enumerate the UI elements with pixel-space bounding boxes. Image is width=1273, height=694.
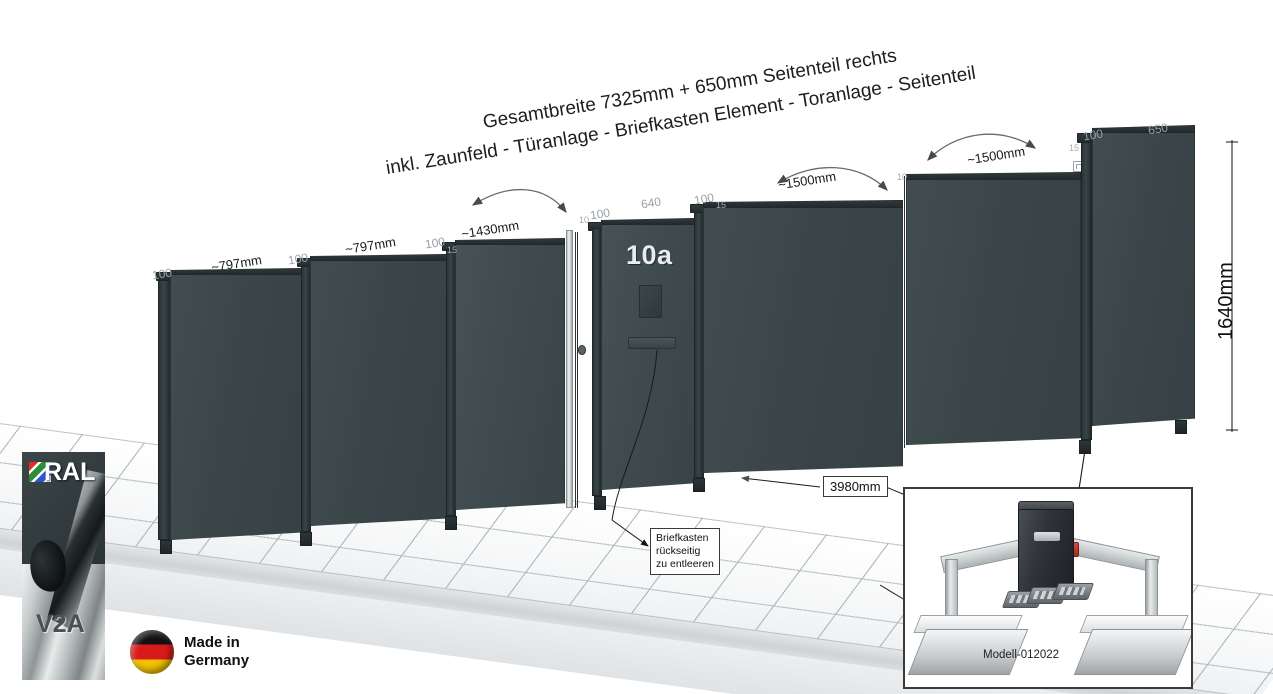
- ral-logo-icon: [29, 462, 51, 482]
- mailbox-element-cap: [601, 218, 695, 225]
- post-5: [694, 210, 704, 478]
- gate-leaf-2-cap: [906, 172, 1081, 180]
- made-in-germany-text: Made in Germany: [184, 634, 249, 671]
- door-lock-cylinder[interactable]: [578, 345, 586, 355]
- post-3: [446, 248, 456, 516]
- post-foot-left-end: [160, 540, 172, 554]
- post-6: [1081, 140, 1092, 440]
- made-in-germany-line-1: Made in: [184, 633, 240, 651]
- post-foot-5: [693, 478, 705, 492]
- dim-gap-6: 10: [897, 172, 908, 182]
- door-edge-seam: [575, 232, 576, 508]
- door-edge-seam-2: [577, 232, 578, 508]
- inset-model-label: Modell-012022: [983, 649, 1060, 661]
- mailbox-note-line-2: rückseitig: [656, 545, 701, 558]
- dim-door: ~1430mm: [460, 217, 520, 242]
- control-unit-logo: [1034, 532, 1060, 541]
- fence-field-2: [310, 258, 447, 526]
- total-height-dimension: 1640mm: [1215, 262, 1237, 340]
- dim-gap-3: 15: [447, 245, 458, 255]
- mail-slot[interactable]: [628, 337, 676, 349]
- fence-field-1: [170, 272, 302, 540]
- german-flag-icon: [130, 630, 174, 674]
- gate-drive-inset-photo: Modell-012022: [903, 487, 1193, 689]
- post-foot-3: [445, 516, 457, 530]
- gate-leaf-1[interactable]: [703, 205, 903, 473]
- side-element-right-cap: [1092, 125, 1195, 133]
- door-leaf[interactable]: [455, 242, 565, 510]
- mailbox-note-line-1: Briefkasten: [656, 532, 709, 544]
- dim-leaf-2: ~1500mm: [966, 143, 1026, 168]
- house-number-label: 10a: [626, 240, 673, 270]
- gate-opening-dimension: 3980mm: [823, 476, 888, 497]
- side-element-right: [1092, 130, 1195, 426]
- post-2: [301, 264, 311, 532]
- post-foot-4: [594, 496, 606, 510]
- post-foot-2: [300, 532, 312, 546]
- dim-leaf-1: ~1500mm: [777, 168, 837, 193]
- made-in-germany-badge: Made in Germany: [130, 630, 249, 674]
- drive-column-right: [1145, 559, 1158, 623]
- fence-field-2-cap: [310, 254, 447, 261]
- ral-v2a-color-swatch: RAL V2A: [22, 452, 105, 680]
- intercom-nameplate[interactable]: [639, 285, 662, 318]
- post-4: [592, 228, 602, 496]
- v2a-label: V2A: [36, 610, 85, 638]
- dim-fence-2: ~797mm: [344, 234, 397, 257]
- remote-control-3: [1051, 583, 1095, 600]
- ral-label: RAL: [44, 458, 96, 486]
- drive-column-left: [945, 559, 958, 623]
- dim-gap-4: 10: [579, 215, 590, 225]
- made-in-germany-line-2: Germany: [184, 652, 250, 669]
- dim-mailbox: 640: [640, 194, 663, 212]
- door-jamb-column: [566, 230, 573, 508]
- mailbox-note: Briefkasten rückseitig zu entleeren: [650, 528, 720, 576]
- mailbox-note-line-3: zu entleeren: [656, 558, 714, 571]
- dim-gap-7: 15: [1069, 143, 1080, 153]
- drive-base-right: [1073, 629, 1191, 675]
- post-foot-gate-right: [1079, 440, 1091, 454]
- gate-leaf-2[interactable]: [906, 177, 1081, 445]
- post-foot-side-right: [1175, 420, 1187, 434]
- gate-leaf-seam: [904, 176, 905, 448]
- gate-leaf-1-cap: [703, 200, 903, 208]
- post-left-end: [158, 278, 171, 540]
- dim-gap-5: 15: [716, 200, 727, 210]
